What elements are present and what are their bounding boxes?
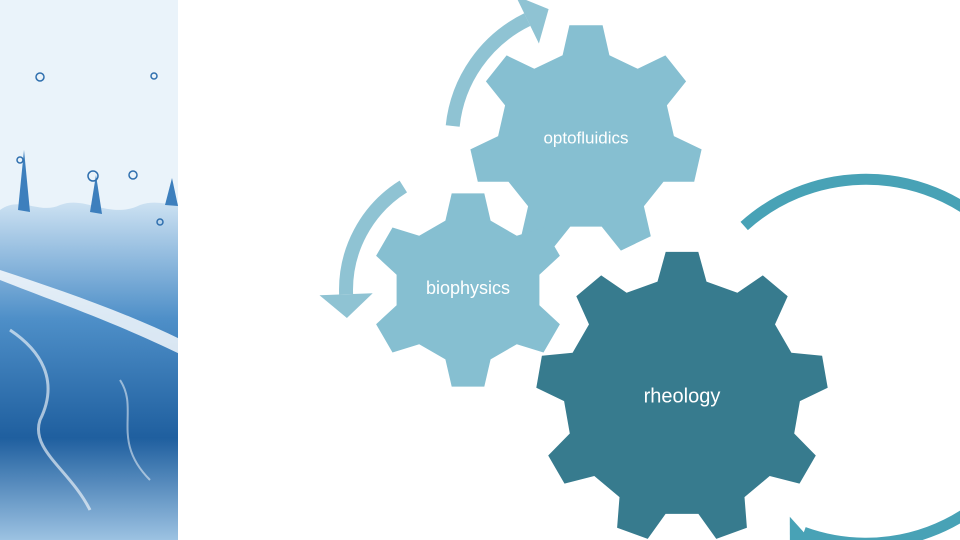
gear-label-rheology: rheology xyxy=(644,385,721,407)
gear-optofluidics xyxy=(470,25,702,251)
gear-rheology xyxy=(536,251,828,539)
gear-label-optofluidics: optofluidics xyxy=(543,128,628,147)
rheology-arrow xyxy=(740,173,960,540)
gear-label-biophysics: biophysics xyxy=(426,278,510,298)
gear-biophysics xyxy=(376,193,560,387)
optofluidics-arrow xyxy=(445,0,549,127)
water-splash-image xyxy=(0,0,260,540)
biophysics-arrow xyxy=(319,180,408,318)
